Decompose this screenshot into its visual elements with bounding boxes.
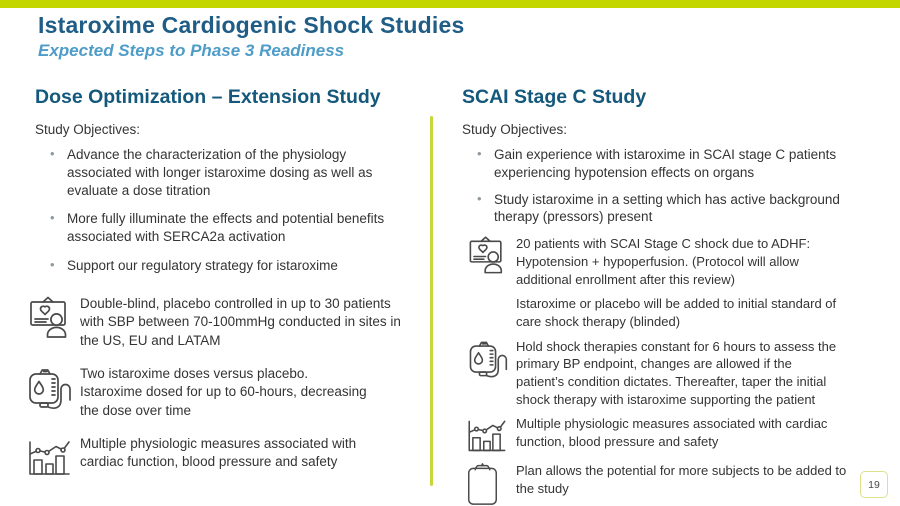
objective-item: More fully illuminate the effects and po…: [50, 209, 431, 246]
detail-text: Istaroxime or placebo will be added to i…: [516, 296, 837, 329]
iv-bag-icon: [462, 338, 516, 381]
page-title: Istaroxime Cardiogenic Shock Studies: [38, 12, 465, 38]
right-column: SCAI Stage C Study Study Objectives: Gai…: [462, 86, 890, 506]
clinical-trial-icon: [462, 235, 516, 278]
objective-item: Support our regulatory strategy for ista…: [50, 256, 431, 275]
left-detail-rows: Double-blind, placebo controlled in up t…: [18, 295, 431, 479]
top-accent-bar: [0, 0, 900, 8]
left-column-heading: Dose Optimization – Extension Study: [35, 86, 381, 108]
clinical-trial-icon: [18, 295, 80, 343]
iv-bag-icon: [18, 365, 80, 413]
right-objectives-list: Gain experience with istaroxime in SCAI …: [462, 145, 890, 227]
objective-item: Advance the characterization of the phys…: [50, 145, 431, 199]
detail-row: Two istaroxime doses versus placebo. Ist…: [18, 365, 431, 420]
detail-text: 20 patients with SCAI Stage C shock due …: [516, 236, 811, 287]
detail-text: Multiple physiologic measures associated…: [80, 436, 357, 470]
left-objectives-list: Advance the characterization of the phys…: [35, 145, 431, 275]
detail-text: Hold shock therapies constant for 6 hour…: [516, 338, 837, 407]
metrics-chart-icon: [18, 435, 80, 479]
detail-text: Plan allows the potential for more subje…: [516, 463, 847, 496]
left-column: Dose Optimization – Extension Study Stud…: [29, 86, 431, 494]
detail-row: Multiple physiologic measures associated…: [462, 415, 890, 455]
column-divider: [430, 116, 433, 486]
detail-row: Hold shock therapies constant for 6 hour…: [462, 338, 890, 409]
left-objectives-label: Study Objectives:: [35, 122, 141, 137]
page-number-badge: 19: [860, 471, 888, 498]
detail-text: Double-blind, placebo controlled in up t…: [80, 295, 401, 348]
clipboard-icon: [462, 462, 516, 506]
right-detail-rows: 20 patients with SCAI Stage C shock due …: [462, 235, 890, 506]
right-objectives-label: Study Objectives:: [462, 122, 568, 137]
page-number: 19: [868, 478, 880, 491]
right-column-heading: SCAI Stage C Study: [462, 86, 647, 108]
detail-row: Plan allows the potential for more subje…: [462, 462, 890, 506]
objective-item: Gain experience with istaroxime in SCAI …: [477, 145, 866, 182]
detail-text: Multiple physiologic measures associated…: [516, 416, 828, 449]
detail-row: Double-blind, placebo controlled in up t…: [18, 295, 431, 350]
objective-item: Study istaroxime in a setting which has …: [477, 190, 866, 227]
detail-row: Istaroxime or placebo will be added to i…: [462, 295, 890, 330]
detail-row: Multiple physiologic measures associated…: [18, 435, 431, 479]
detail-row: 20 patients with SCAI Stage C shock due …: [462, 235, 890, 288]
detail-text: Two istaroxime doses versus placebo. Ist…: [80, 365, 367, 418]
metrics-chart-icon: [462, 415, 516, 455]
page-subtitle: Expected Steps to Phase 3 Readiness: [38, 41, 345, 60]
